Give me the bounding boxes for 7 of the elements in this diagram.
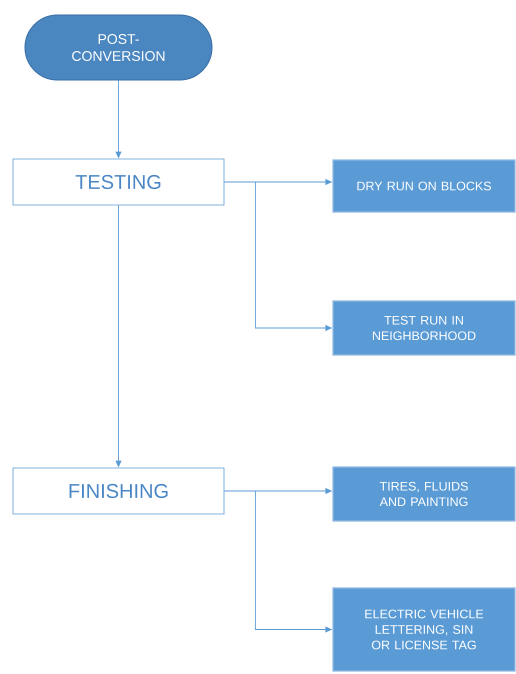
step-box: TEST RUN IN NEIGHBORHOOD (332, 300, 516, 356)
process-box: TESTING (12, 158, 224, 206)
start-terminal: POST-CONVERSION (24, 14, 212, 80)
step-box: TIRES, FLUIDS AND PAINTING (332, 466, 516, 522)
step-box: DRY RUN ON BLOCKS (332, 159, 516, 213)
step-box: ELECTRIC VEHICLE LETTERING, SIN OR LICENSE TAG (332, 587, 516, 672)
process-box: FINISHING (12, 468, 224, 514)
